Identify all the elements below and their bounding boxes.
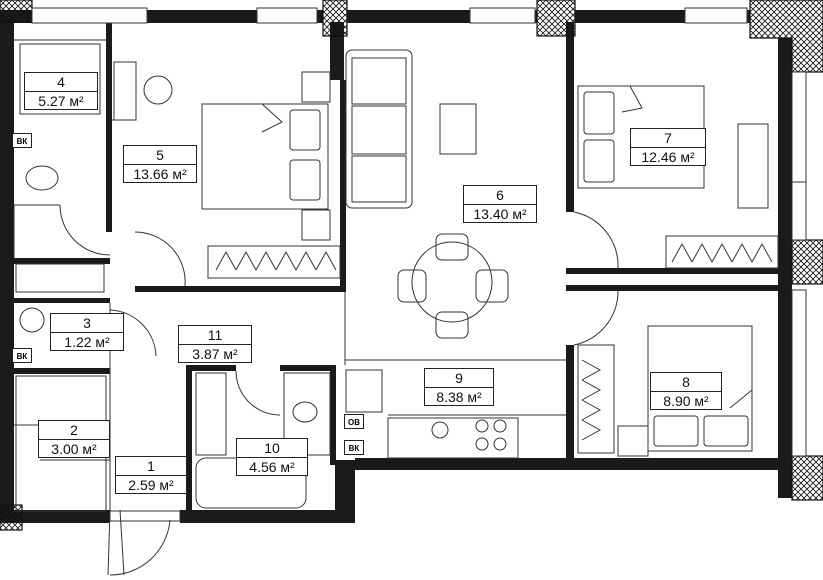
room-area: 2.59 м²: [128, 477, 174, 493]
vk-tag: ВК: [12, 133, 32, 148]
room-label-5: 5 13.66 м²: [123, 145, 197, 183]
room-area: 8.90 м²: [663, 393, 709, 409]
room-label-3: 3 1.22 м²: [50, 313, 124, 351]
room-number: 7: [631, 129, 705, 148]
outer-walls: [0, 10, 792, 523]
bed-room-8: [617, 325, 753, 457]
room-area: 12.46 м²: [641, 149, 695, 165]
room-label-7: 7 12.46 м²: [630, 128, 706, 166]
door-arcs: [59, 204, 619, 576]
room-number: 9: [425, 369, 493, 388]
room-number: 4: [25, 73, 97, 92]
kitchen-counter: [345, 369, 519, 459]
room-label-8: 8 8.90 м²: [650, 372, 722, 410]
room-number: 2: [39, 421, 109, 440]
room-label-9: 9 8.38 м²: [424, 368, 494, 406]
room-area: 3.00 м²: [51, 441, 97, 457]
room-label-1: 1 2.59 м²: [115, 456, 187, 494]
room-label-11: 11 3.87 м²: [178, 325, 252, 363]
room-number: 3: [51, 314, 123, 333]
room-number: 10: [237, 439, 307, 458]
room-area: 5.27 м²: [38, 93, 84, 109]
room-number: 5: [124, 146, 196, 165]
vk-tag: ВК: [12, 348, 32, 363]
room-area: 13.40 м²: [473, 206, 527, 222]
room-area: 4.56 м²: [249, 459, 295, 475]
room-label-6: 6 13.40 м²: [463, 185, 537, 223]
room-number: 1: [116, 457, 186, 476]
room-label-10: 10 4.56 м²: [236, 438, 308, 476]
room-area: 1.22 м²: [64, 334, 110, 350]
living-furniture: [345, 49, 509, 339]
bed-room-5: [201, 71, 331, 241]
vk-tag: ВК: [344, 440, 364, 455]
room-label-4: 4 5.27 м²: [24, 72, 98, 110]
room-number: 6: [464, 186, 536, 205]
room-area: 3.87 м²: [192, 346, 238, 362]
ov-tag: ОВ: [344, 414, 364, 429]
room-area: 13.66 м²: [133, 166, 187, 182]
room-area: 8.38 м²: [436, 389, 482, 405]
room-label-2: 2 3.00 м²: [38, 420, 110, 458]
windows: [31, 7, 807, 522]
room-number: 8: [651, 373, 721, 392]
room-number: 11: [179, 326, 251, 345]
